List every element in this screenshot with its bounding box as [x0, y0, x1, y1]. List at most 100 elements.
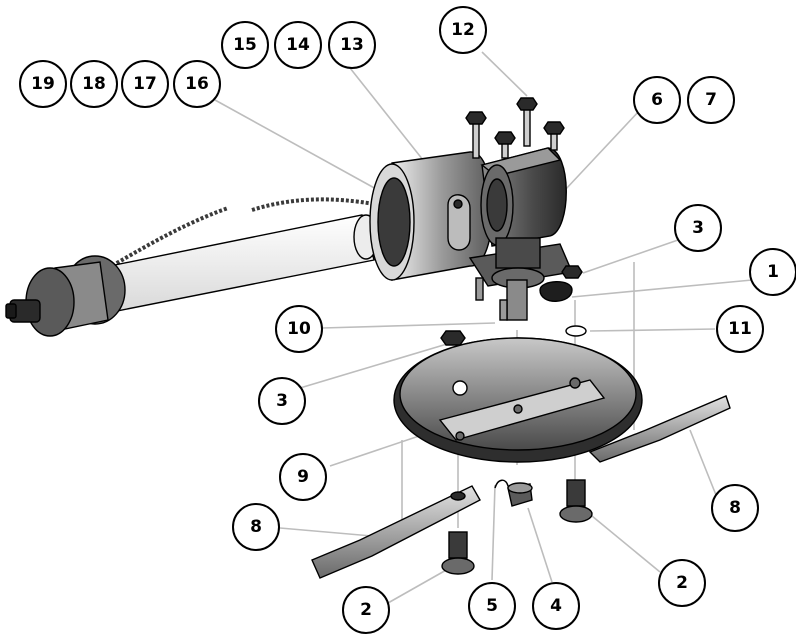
callout-circle [342, 586, 390, 634]
blade-left [311, 485, 481, 579]
callout-circle [274, 21, 322, 69]
callout-5: 5 [468, 582, 516, 630]
blade-disc [393, 337, 643, 463]
callout-circle [716, 305, 764, 353]
blade-bolts [441, 479, 593, 575]
gearbox [465, 97, 573, 321]
leader-5 [491, 484, 496, 581]
callout-14: 14 [274, 21, 322, 69]
cotter-pin [494, 479, 511, 493]
callout-number: 16 [185, 74, 209, 94]
hex-nut [516, 97, 538, 111]
leader-9 [329, 432, 429, 467]
leader-10 [321, 322, 496, 329]
leader-2-left [387, 568, 449, 604]
callout-number: 1 [767, 262, 779, 282]
callout-circle [258, 377, 306, 425]
callout-2: 2 [658, 559, 706, 607]
callout-circle [275, 305, 323, 353]
guard-opening [377, 177, 411, 267]
callout-circle [221, 21, 269, 69]
callout-circle [19, 60, 67, 108]
callout-circle [658, 559, 706, 607]
callout-number: 14 [286, 35, 310, 55]
callout-circle [532, 582, 580, 630]
callout-number: 5 [486, 596, 498, 616]
callout-number: 15 [233, 35, 257, 55]
callout-7: 7 [687, 76, 735, 124]
flange-bolt [475, 277, 484, 301]
hex-nut [465, 111, 487, 125]
callout-number: 10 [287, 319, 311, 339]
callout-15: 15 [221, 21, 269, 69]
leader-8-right [689, 429, 717, 496]
callout-number: 2 [676, 573, 688, 593]
leader-12 [481, 51, 528, 97]
yoke-pin-end [5, 303, 17, 319]
safety-chain [107, 206, 229, 270]
callout-number: 6 [651, 90, 663, 110]
guard-bolt [453, 199, 463, 209]
callout-circle [468, 582, 516, 630]
callout-number: 11 [728, 319, 752, 339]
callout-number: 7 [705, 90, 717, 110]
callout-8: 8 [232, 503, 280, 551]
pto-driveshaft [5, 175, 429, 337]
bolt-shank [448, 531, 468, 559]
callout-3: 3 [674, 204, 722, 252]
flange-bolt [499, 299, 508, 321]
callout-circle [687, 76, 735, 124]
blade-right [588, 395, 731, 463]
castle-nut-top [507, 482, 533, 494]
callout-6: 6 [633, 76, 681, 124]
callout-number: 12 [451, 20, 475, 40]
hex-nut [543, 121, 565, 135]
output-shaft [506, 279, 528, 321]
callout-9: 9 [279, 453, 327, 501]
callout-number: 8 [729, 498, 741, 518]
callout-12: 12 [439, 6, 487, 54]
callout-circle [121, 60, 169, 108]
disc-hole [513, 404, 523, 414]
callout-3: 3 [258, 377, 306, 425]
callout-circle [328, 21, 376, 69]
blades [311, 395, 731, 579]
gearbox-neck [495, 237, 541, 269]
callout-17: 17 [121, 60, 169, 108]
callout-number: 19 [31, 74, 55, 94]
bolt-head [441, 557, 475, 575]
callout-number: 4 [550, 596, 562, 616]
bolt-head [559, 505, 593, 523]
disc-hole [452, 380, 468, 396]
callout-circle [674, 204, 722, 252]
hex-nut [494, 131, 516, 145]
callout-number: 18 [82, 74, 106, 94]
pin-and-nut [494, 479, 533, 507]
hub-small-parts [440, 265, 587, 346]
callout-number: 2 [360, 600, 372, 620]
pto-guard-cylinder [369, 151, 494, 281]
callout-circle [633, 76, 681, 124]
stud [523, 105, 531, 147]
callout-8: 8 [711, 484, 759, 532]
callout-19: 19 [19, 60, 67, 108]
guard-window [447, 194, 471, 251]
shaft-tube [99, 214, 375, 313]
callout-number: 13 [340, 35, 364, 55]
callout-1: 1 [749, 248, 796, 296]
washer [565, 325, 587, 337]
leader-3-top [582, 239, 679, 274]
hex-nut [561, 265, 583, 279]
callout-13: 13 [328, 21, 376, 69]
callout-number: 3 [276, 391, 288, 411]
callout-circle [711, 484, 759, 532]
callout-number: 3 [692, 218, 704, 238]
callout-circle [232, 503, 280, 551]
callout-number: 17 [133, 74, 157, 94]
callout-18: 18 [70, 60, 118, 108]
blade-hole [450, 491, 466, 501]
callout-circle [279, 453, 327, 501]
callout-4: 4 [532, 582, 580, 630]
